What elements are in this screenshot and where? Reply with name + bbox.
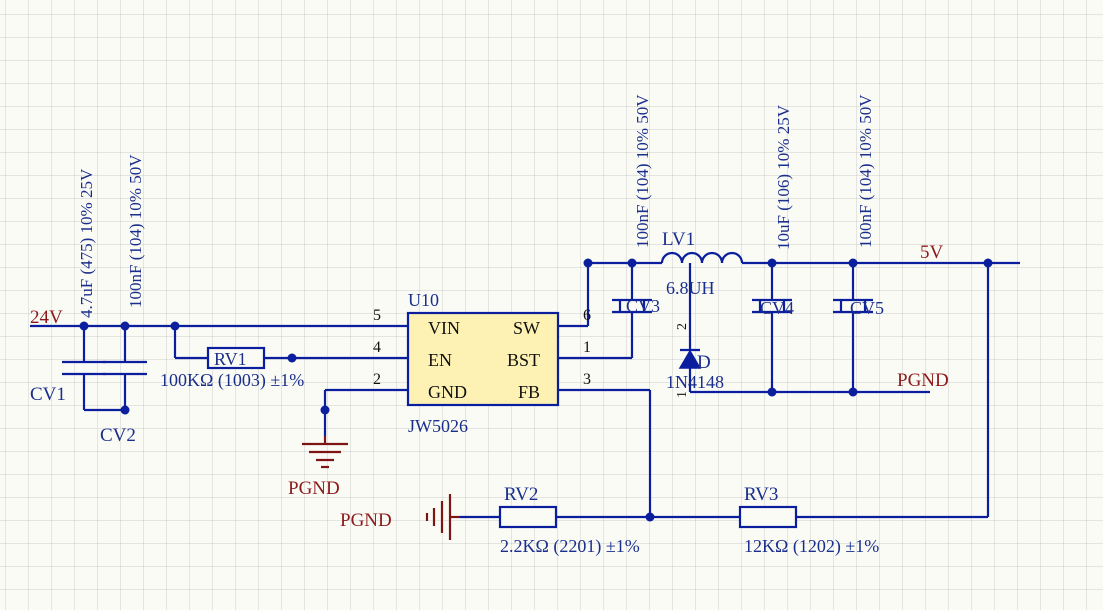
junction-dot xyxy=(120,405,130,415)
junction-dot xyxy=(848,387,858,397)
rv1-ref-label: RV1 xyxy=(214,349,247,369)
cv5-value-label: 100nF (104) 10% 50V xyxy=(856,94,875,248)
rv2-ref-label: RV2 xyxy=(504,484,538,505)
ic-ref-label: U10 xyxy=(408,290,439,310)
junction-dot xyxy=(767,387,777,397)
ic-pin-sw-label: SW xyxy=(513,318,540,338)
diode-triangle[interactable] xyxy=(678,349,702,369)
ic-pin-en-label: EN xyxy=(428,350,452,370)
junction-dot xyxy=(645,512,655,522)
ic-u10[interactable]: U10 JW5026 VIN EN GND SW BST FB 5 4 2 6 … xyxy=(373,290,591,436)
cv4-ref-label: CV4 xyxy=(760,298,794,318)
junction-dot xyxy=(320,405,330,415)
junction-dot xyxy=(170,321,180,331)
ic-pin-sw-num: 6 xyxy=(583,307,591,324)
lv1-ref-label: LV1 xyxy=(662,229,695,250)
ic-body[interactable] xyxy=(406,311,560,407)
ic-pin-bst-label: BST xyxy=(507,350,540,370)
ic-pin-en-num: 4 xyxy=(373,339,381,356)
junction-dot xyxy=(120,321,130,331)
ground-label-main: PGND xyxy=(288,478,340,499)
capacitor-cv2[interactable]: CV2 100nF (104) 10% 50V xyxy=(100,154,147,446)
rv3-ref-label: RV3 xyxy=(744,484,778,505)
cv1-ref-label: CV1 xyxy=(30,384,66,405)
ic-pin-gnd-num: 2 xyxy=(373,371,381,388)
resistor-rv2[interactable]: RV2 2.2KΩ (2201) ±1% xyxy=(498,484,640,557)
net-label-5v: 5V xyxy=(920,242,944,263)
ic-part-label: JW5026 xyxy=(408,416,468,436)
cv1-value-label: 4.7uF (475) 10% 25V xyxy=(77,168,96,318)
junction-dot xyxy=(848,258,858,268)
cv2-value-label: 100nF (104) 10% 50V xyxy=(126,154,145,308)
ground-symbol-feedback: PGND xyxy=(340,494,460,540)
cv1-hit[interactable] xyxy=(62,362,106,374)
ic-pin-fb-num: 3 xyxy=(583,371,591,388)
net-labels: 24V 5V PGND xyxy=(30,242,949,391)
diode-pin1-num: 1 xyxy=(675,391,690,398)
capacitor-cv5[interactable]: CV5 100nF (104) 10% 50V xyxy=(833,94,884,318)
capacitor-cv4[interactable]: CV4 10uF (106) 10% 25V xyxy=(752,104,794,318)
rv2-value-label: 2.2KΩ (2201) ±1% xyxy=(500,536,640,557)
capacitor-cv3[interactable]: CV3 100nF (104) 10% 50V xyxy=(612,94,660,316)
rv2-body[interactable] xyxy=(498,505,558,529)
lv1-coil[interactable] xyxy=(660,251,744,264)
diode-d[interactable]: D 1N4148 2 1 xyxy=(666,323,724,398)
resistor-rv3[interactable]: RV3 12KΩ (1202) ±1% xyxy=(738,484,879,557)
junction-dot xyxy=(767,258,777,268)
resistor-rv1[interactable]: RV1 100KΩ (1003) ±1% xyxy=(160,346,304,391)
inductor-lv1[interactable]: LV1 6.8UH xyxy=(660,229,744,298)
rv3-value-label: 12KΩ (1202) ±1% xyxy=(744,536,879,557)
cv4-value-label: 10uF (106) 10% 25V xyxy=(774,104,793,250)
junction-dot xyxy=(583,258,593,268)
ic-pin-vin-label: VIN xyxy=(428,318,460,338)
rv1-body[interactable] xyxy=(206,346,266,370)
junction-dot xyxy=(79,321,89,331)
ic-pin-fb-label: FB xyxy=(518,382,540,402)
cv3-value-label: 100nF (104) 10% 50V xyxy=(633,94,652,248)
net-label-24v: 24V xyxy=(30,307,63,328)
diode-ref-label: D xyxy=(697,352,711,373)
wires xyxy=(30,261,1020,519)
capacitor-cv1[interactable]: CV1 4.7uF (475) 10% 25V xyxy=(30,168,106,405)
ground-symbol-main: PGND xyxy=(288,436,348,499)
junction-dot xyxy=(287,353,297,363)
diode-value-label: 1N4148 xyxy=(666,372,724,392)
cv3-ref-label: CV3 xyxy=(626,296,660,316)
ground-label-feedback: PGND xyxy=(340,510,392,531)
diode-pin2-num: 2 xyxy=(675,323,690,330)
cv2-hit[interactable] xyxy=(103,362,147,374)
rv1-value-label: 100KΩ (1003) ±1% xyxy=(160,370,304,391)
junctions xyxy=(79,258,993,522)
ic-pin-bst-num: 1 xyxy=(583,339,591,356)
net-label-pgnd-output: PGND xyxy=(897,370,949,391)
rv3-body[interactable] xyxy=(738,505,798,529)
ic-pin-vin-num: 5 xyxy=(373,307,381,324)
ic-pin-gnd-label: GND xyxy=(428,382,467,402)
junction-dot xyxy=(627,258,637,268)
cv2-ref-label: CV2 xyxy=(100,425,136,446)
lv1-value-label: 6.8UH xyxy=(666,278,715,298)
cv5-ref-label: CV5 xyxy=(850,298,884,318)
junction-dot xyxy=(983,258,993,268)
